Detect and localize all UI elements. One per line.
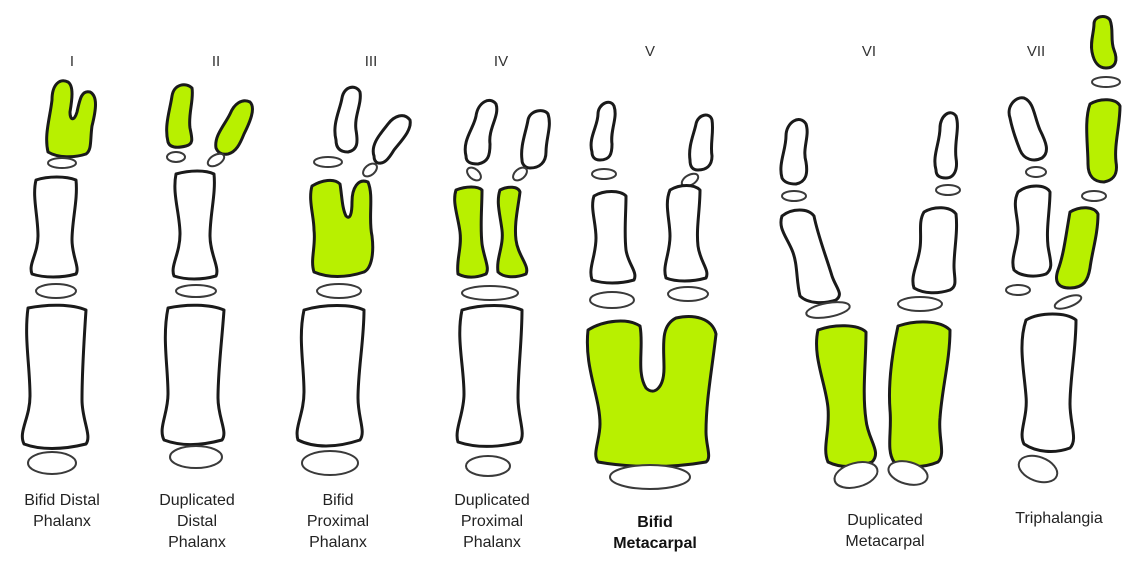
duplicated-distal-phalanx-radial (167, 85, 193, 147)
distal-phalanx-ulnar (935, 113, 958, 178)
numeral-iv: IV (494, 53, 508, 70)
label-duplicated-proximal-phalanx: Duplicated Proximal Phalanx (430, 490, 554, 553)
joint-space (314, 157, 342, 167)
label-duplicated-distal-phalanx: Duplicated Distal Phalanx (138, 490, 256, 553)
distal-phalanx (1009, 98, 1046, 160)
joint-space (317, 284, 361, 298)
distal-phalanx-radial (335, 87, 360, 152)
metacarpal (22, 305, 88, 448)
label-triphalangia: Triphalangia (994, 508, 1124, 529)
bifid-distal-phalanx (47, 81, 96, 157)
distal-phalanx-ulnar (690, 115, 713, 170)
joint-space (1053, 293, 1083, 312)
numeral-vii: VII (1027, 43, 1045, 60)
bifid-proximal-phalanx (311, 180, 373, 276)
joint-space (1026, 167, 1046, 177)
bifid-metacarpal (587, 317, 716, 467)
triphalangeal-middle-phalanx (1087, 100, 1120, 182)
joint-space (176, 285, 216, 297)
joint-space (36, 284, 76, 298)
triphalangeal-proximal-phalanx (1057, 208, 1099, 288)
joint-space (592, 169, 616, 179)
carpal-bone (610, 465, 690, 489)
joint-space (1006, 285, 1030, 295)
proximal-phalanx (173, 171, 217, 279)
distal-phalanx-ulnar (373, 116, 410, 164)
metacarpal (1022, 314, 1076, 451)
type-iv-thumb (455, 100, 550, 476)
joint-space (206, 151, 227, 169)
joint-space (462, 286, 518, 300)
type-i-thumb (22, 81, 95, 474)
proximal-phalanx-ulnar (913, 208, 957, 293)
label-bifid-proximal-phalanx: Bifid Proximal Phalanx (290, 490, 386, 553)
proximal-phalanx-radial (591, 192, 635, 284)
joint-space (48, 158, 76, 168)
distal-phalanx-radial (781, 120, 807, 184)
duplicated-metacarpal-radial (817, 326, 876, 467)
label-duplicated-metacarpal: Duplicated Metacarpal (820, 510, 950, 552)
numeral-ii: II (212, 53, 220, 70)
distal-phalanx-radial (465, 100, 497, 164)
carpal-bone (302, 451, 358, 475)
duplicated-proximal-phalanx-radial (455, 187, 488, 277)
metacarpal (457, 306, 522, 447)
numeral-v: V (645, 43, 655, 60)
numeral-iii: III (365, 53, 378, 70)
numeral-i: I (70, 53, 74, 70)
duplicated-metacarpal-ulnar (889, 322, 950, 467)
type-ii-thumb (162, 85, 252, 468)
proximal-phalanx (1013, 186, 1051, 276)
proximal-phalanx (31, 177, 77, 277)
numeral-vi: VI (862, 43, 876, 60)
joint-space (1092, 77, 1120, 87)
carpal-bone (1015, 451, 1061, 487)
joint-space (936, 185, 960, 195)
carpal-bone (170, 446, 222, 468)
joint-space (668, 287, 708, 301)
duplicated-distal-phalanx-ulnar (216, 101, 253, 155)
type-iii-thumb (297, 87, 410, 475)
metacarpal (297, 306, 364, 447)
duplicated-proximal-phalanx-ulnar (498, 187, 527, 277)
triphalangeal-distal-phalanx (1091, 17, 1115, 68)
joint-space (1082, 191, 1106, 201)
type-v-thumb (587, 102, 716, 489)
label-bifid-distal-phalanx: Bifid Distal Phalanx (0, 490, 124, 532)
type-vii-thumb (1006, 17, 1120, 488)
joint-space (167, 152, 185, 162)
distal-phalanx-radial (591, 102, 615, 160)
metacarpal (162, 305, 224, 444)
type-vi-thumb (781, 113, 960, 493)
label-bifid-metacarpal: Bifid Metacarpal (600, 512, 710, 554)
joint-space (782, 191, 806, 201)
joint-space (465, 165, 484, 183)
distal-phalanx-ulnar (522, 111, 550, 168)
joint-space (590, 292, 634, 308)
joint-space (898, 297, 942, 311)
carpal-bone (466, 456, 510, 476)
carpal-bone (28, 452, 76, 474)
proximal-phalanx-radial (781, 210, 839, 303)
proximal-phalanx-ulnar (665, 186, 707, 282)
